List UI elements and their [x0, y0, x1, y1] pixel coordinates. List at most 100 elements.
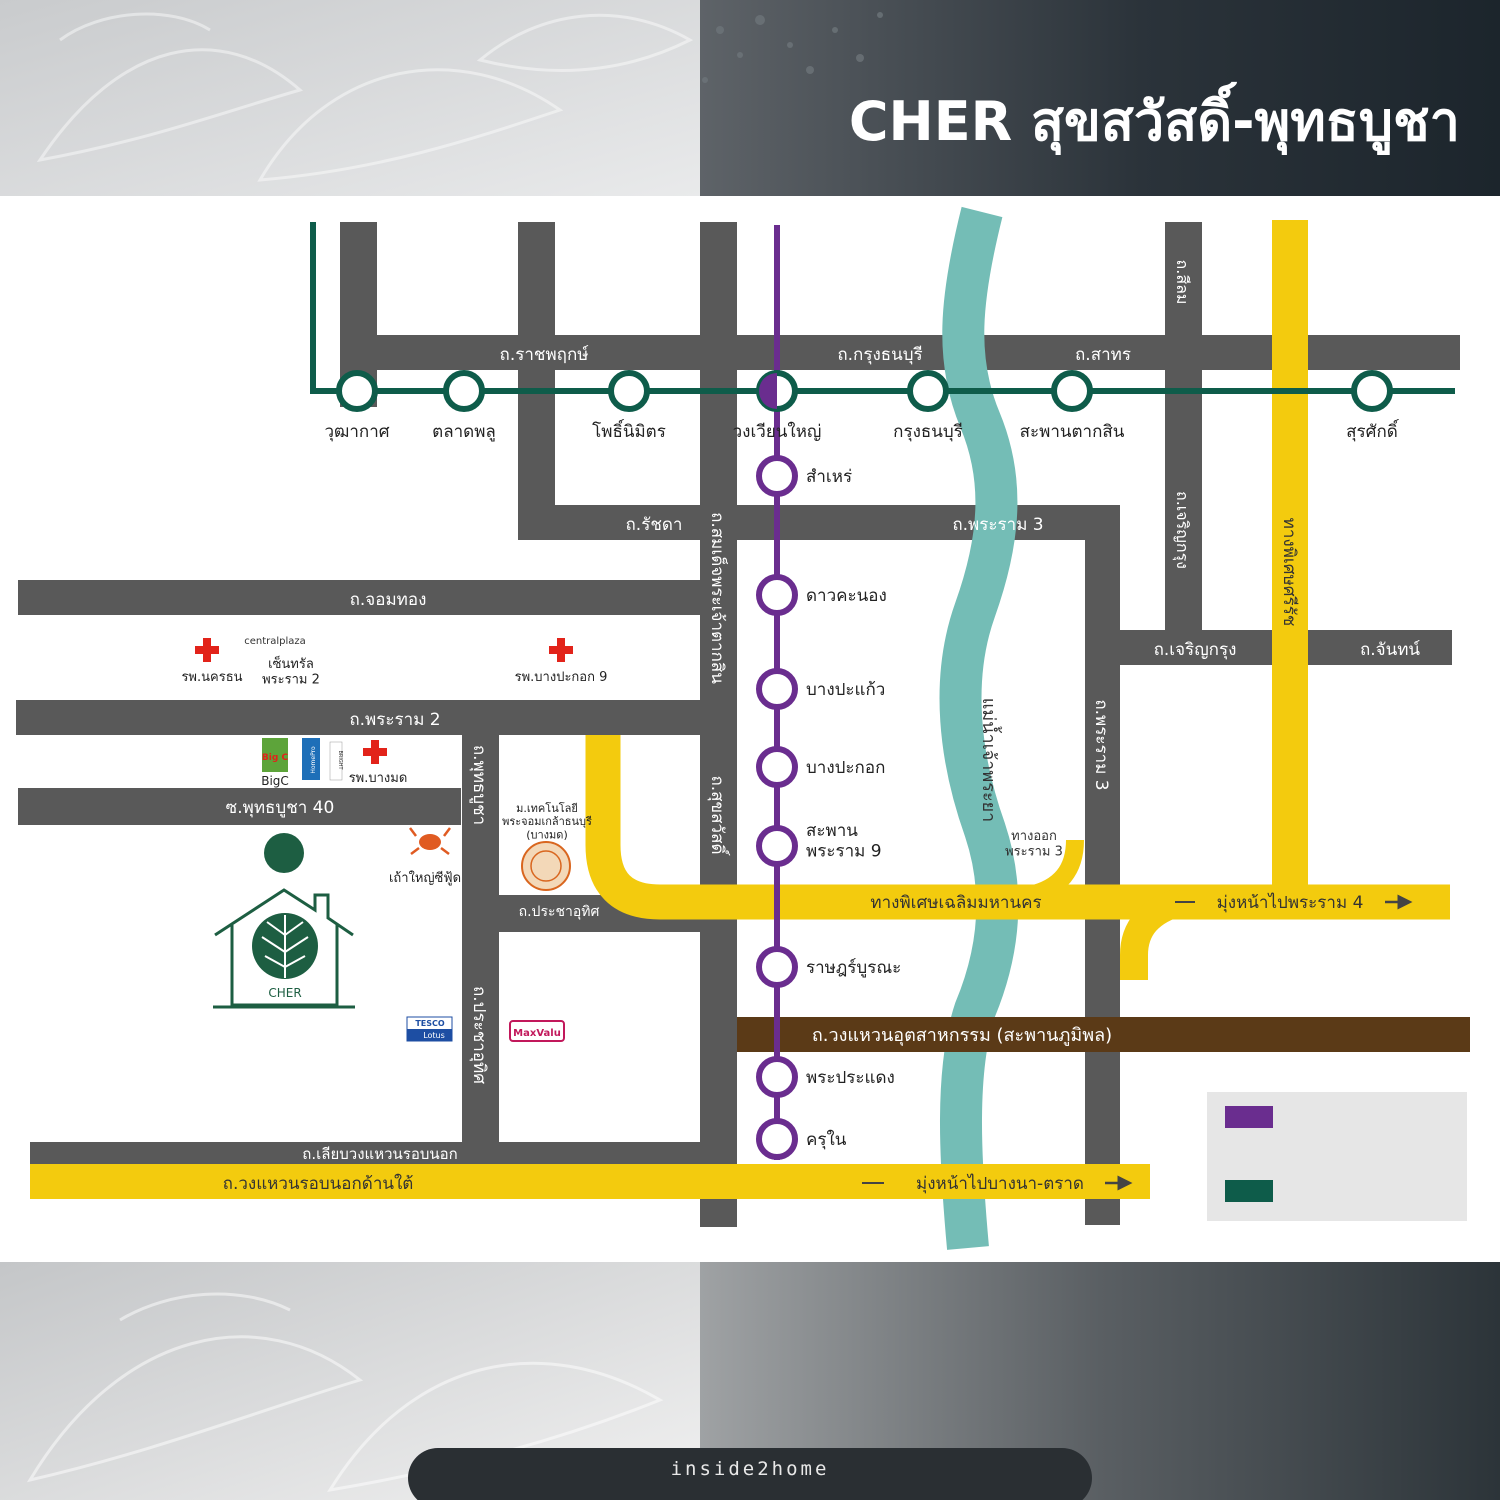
mrt-station-label: สะพานพระราม 9	[806, 821, 882, 861]
bigc-logo-text: Big C	[262, 753, 289, 763]
lotus-logo-text: Lotus	[423, 1031, 445, 1040]
mrt-station-marker	[756, 825, 798, 867]
mrt-station-label: ครุใน	[806, 1129, 847, 1150]
page-title: CHER สุขสวัสดิ์-พุทธบูชา	[848, 90, 1460, 153]
road-label-outer-ring-direction: มุ่งหน้าไปบางนา-ตราด	[916, 1173, 1084, 1194]
tesco-lotus-logo-icon	[407, 1029, 452, 1041]
hospital-icon	[203, 638, 211, 662]
road-label-ratchada: ถ.รัชดา	[626, 515, 683, 535]
brand-label: inside2home	[670, 1458, 830, 1480]
mrt-station-label: ราษฎร์บูรณะ	[806, 958, 901, 978]
road-ratchada-vertical	[518, 222, 555, 540]
road-label-soi-phutthabucha-40: ซ.พุทธบูชา 40	[226, 798, 335, 818]
river-label: แม่น้ำเจ้าพระยา	[978, 698, 1002, 823]
bts-station-label: วงเวียนใหญ่	[733, 421, 822, 442]
mrt-station-marker	[756, 574, 798, 616]
road-chom-thong	[18, 580, 700, 615]
homepro-logo-text: HomePro	[310, 746, 317, 774]
road-label-pracha-uthit-vertical: ถ.ประชาอุทิศ	[469, 986, 489, 1084]
road-label-rama2: ถ.พระราม 2	[349, 710, 440, 730]
road-label-charoen-krung-vertical: ถ.เจริญกรุง	[1172, 491, 1192, 569]
road-label-pracha-uthit: ถ.ประชาอุทิศ	[519, 904, 600, 920]
header-leaf-pattern	[36, 12, 694, 182]
legend-mrt-swatch	[1225, 1106, 1273, 1128]
kmutt-seal-icon	[530, 850, 562, 882]
bts-station-label: วุฒากาศ	[324, 422, 389, 442]
tesco-logo-text: TESCO	[415, 1019, 445, 1028]
mrt-station-marker	[756, 1118, 798, 1160]
road-phutthabucha-pracha-uthit	[462, 735, 499, 1145]
mrt-station-marker	[756, 455, 798, 497]
road-label-chom-thong: ถ.จอมทอง	[350, 590, 427, 610]
maxvalu-logo-icon	[509, 1020, 565, 1042]
road-label-ratchaphruek: ถ.ราชพฤกษ์	[500, 345, 589, 365]
homepro-logo-icon	[302, 738, 320, 780]
road-label-krung-thon-buri: ถ.กรุงธนบุรี	[837, 345, 922, 365]
mrt-station-marker	[756, 946, 798, 988]
bts-station-label: ตลาดพลู	[432, 422, 496, 442]
si-rat-expressway	[1272, 220, 1308, 902]
footer-brand-tab	[408, 1448, 1092, 1504]
rama3-exit-ramp	[1027, 839, 1084, 904]
road-outer-ring-frontage	[30, 1142, 700, 1164]
road-soi-phutthabucha-40	[18, 788, 461, 825]
bts-station-marker	[1051, 370, 1093, 412]
road-label-rama3: ถ.พระราม 3	[952, 515, 1043, 535]
crab-icon	[409, 827, 451, 855]
mrt-station-marker	[756, 746, 798, 788]
mrt-station-marker	[756, 668, 798, 710]
landmark-label-hospital-nakhon: รพ.นครธน	[181, 670, 242, 685]
landmark-label-kmutt: ม.เทคโนโลยีพระจอมเกล้าธนบุรี(บางมด)	[502, 801, 592, 841]
chaloem-ramp-south	[1120, 888, 1185, 980]
mrt-station-label: พระประแดง	[806, 1068, 895, 1088]
road-label-phutthabucha: ถ.พุทธบูชา	[469, 745, 489, 825]
mrt-station-marker	[756, 1056, 798, 1098]
road-label-silom: ถ.สีลม	[1173, 260, 1192, 305]
road-label-chan: ถ.จันทน์	[1360, 640, 1420, 660]
road-label-outer-ring-frontage: ถ.เลียบวงแหวนรอบนอก	[302, 1145, 457, 1163]
chaloem-maha-nakhon-expressway	[585, 735, 1450, 920]
bright-logo-text: BRIGHT	[337, 750, 343, 770]
landmark-label-hospital-bang-mot: รพ.บางมด	[349, 771, 408, 786]
cher-leaf-veins	[261, 915, 309, 978]
mrt-station-label: สำเหร่	[806, 467, 852, 487]
road-rama2	[16, 700, 736, 735]
mrt-station-label: ดาวคะนอง	[806, 586, 887, 606]
road-label-charoen-krung: ถ.เจริญกรุง	[1154, 640, 1237, 660]
mrt-station-label: บางปะกอก	[806, 758, 885, 778]
bts-station-marker	[443, 370, 485, 412]
legend-bts-swatch	[1225, 1180, 1273, 1202]
road-label-chaloem-maha-nakhon: ทางพิเศษเฉลิมมหานคร	[870, 893, 1041, 913]
road-label-rama3-vertical: ถ.พระราม 3	[1091, 699, 1111, 790]
central-plaza-logo-text: centralplaza	[244, 636, 306, 647]
outer-ring-south-road	[30, 1164, 1150, 1199]
bts-station-label: โพธิ์นิมิตร	[592, 419, 666, 442]
header-left-panel	[0, 0, 700, 196]
bts-station-marker	[907, 370, 949, 412]
landmark-label-seafood: เถ้าใหญ่ซีฟู้ด	[389, 870, 461, 886]
bts-station-label: สุรศักดิ์	[1346, 419, 1400, 442]
road-charoen-krung-vertical	[1165, 222, 1202, 662]
road-label-outer-ring-south: ถ.วงแหวนรอบนอกด้านใต้	[223, 1173, 414, 1194]
road-label-chaloem-direction: มุ่งหน้าไปพระราม 4	[1217, 892, 1364, 913]
road-ratchada-rama3	[518, 505, 1120, 540]
road-rama3-vertical	[1085, 505, 1120, 1225]
hospital-icon	[371, 740, 379, 764]
road-label-sathon: ถ.สาทร	[1075, 345, 1131, 365]
road-label-rama3-exit: ทางออกพระราม 3	[1005, 829, 1063, 860]
crab-icon	[419, 834, 441, 850]
bts-station-label: กรุงธนบุรี	[893, 422, 963, 442]
industrial-ring-road	[737, 1017, 1470, 1052]
kmutt-seal-icon	[521, 841, 571, 891]
bts-station-marker	[608, 370, 650, 412]
hospital-icon	[557, 638, 565, 662]
road-label-somdet-taksin: ถ.สมเด็จพระเจ้าตากสิน	[707, 512, 729, 684]
interchange-marker-half	[759, 373, 777, 409]
road-label-si-rat: ทางพิเศษศรีรัช	[1279, 518, 1299, 627]
bts-station-label: สะพานตากสิน	[1020, 422, 1125, 442]
bright-logo-icon	[329, 741, 343, 781]
mrt-station-label: บางปะแก้ว	[806, 680, 885, 700]
road-label-suk-sawat: ถ.สุขสวัสดิ์	[707, 775, 730, 856]
